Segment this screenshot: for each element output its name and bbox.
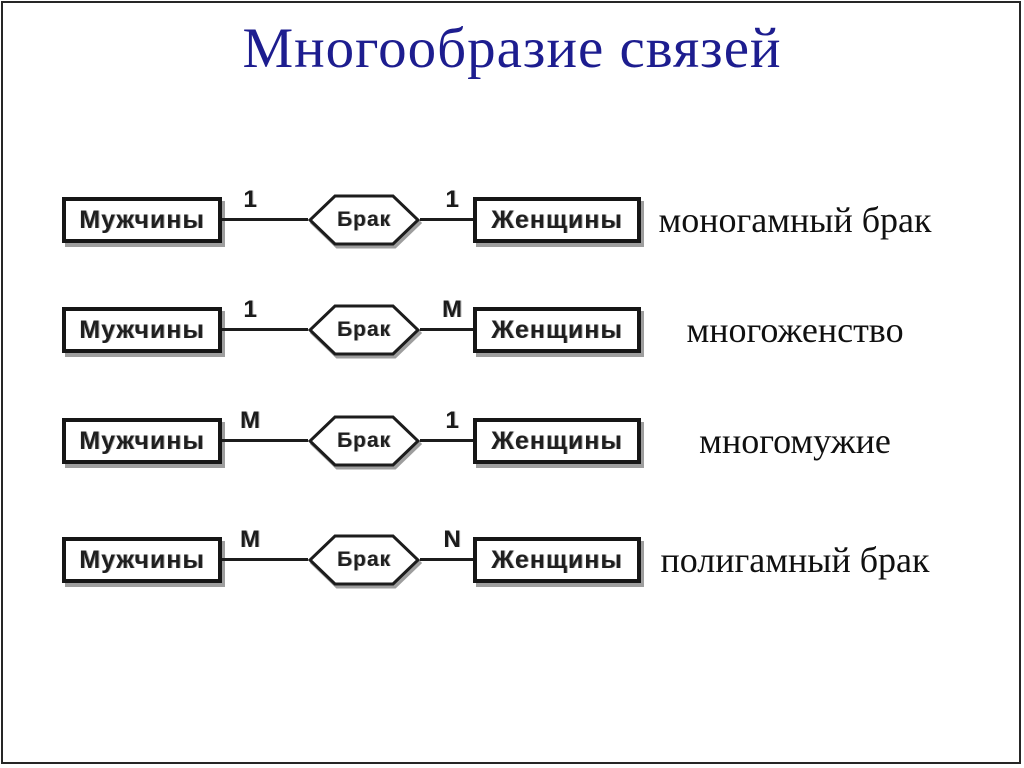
entity-box-men: Мужчины <box>62 307 222 353</box>
relation-hexagon: Брак <box>308 304 420 356</box>
entity-women-label: Женщины <box>491 426 623 455</box>
entity-box-men: Мужчины <box>62 197 222 243</box>
relationship-description: многоженство <box>686 310 904 350</box>
diagram-row-polygamy: Мужчины M Брак N Женщины полигамный брак <box>0 522 1024 598</box>
cardinality-label-left: 1 <box>243 296 257 323</box>
entity-box-women: Женщины <box>473 537 641 583</box>
entity-men-label: Мужчины <box>79 205 205 234</box>
relation-hexagon: Брак <box>308 415 420 467</box>
entity-women-label: Женщины <box>491 315 623 344</box>
diagram-row-monogamy: Мужчины 1 Брак 1 Женщины моногамный брак <box>0 182 1024 258</box>
relationship-description: многомужие <box>699 421 891 461</box>
hexagon-shape-icon <box>308 415 420 467</box>
cardinality-label-right: M <box>442 296 462 323</box>
entity-women-label: Женщины <box>491 205 623 234</box>
entity-box-women: Женщины <box>473 307 641 353</box>
entity-women-label: Женщины <box>491 545 623 574</box>
cardinality-label-left: M <box>240 526 260 553</box>
entity-box-women: Женщины <box>473 197 641 243</box>
cardinality-label-left: 1 <box>243 186 257 213</box>
page-title: Многообразие связей <box>242 17 782 80</box>
connector-line-left <box>222 439 308 442</box>
cardinality-label-right: 1 <box>445 407 459 434</box>
entity-men-label: Мужчины <box>79 426 205 455</box>
connector-line-right <box>420 439 473 442</box>
hexagon-shape-icon <box>308 304 420 356</box>
connector-line-left <box>222 558 308 561</box>
entity-box-women: Женщины <box>473 418 641 464</box>
relation-label: Брак <box>336 208 392 231</box>
hexagon-shape-icon <box>308 194 420 246</box>
cardinality-label-right: 1 <box>445 186 459 213</box>
relation-label: Брак <box>336 548 392 571</box>
cardinality-label-left: M <box>240 407 260 434</box>
entity-men-label: Мужчины <box>79 315 205 344</box>
connector-line-right <box>420 328 473 331</box>
relation-hexagon: Брак <box>308 194 420 246</box>
cardinality-label-right: N <box>443 526 461 553</box>
relation-label: Брак <box>336 318 392 341</box>
connector-line-left <box>222 218 308 221</box>
connector-line-right <box>420 218 473 221</box>
relation-hexagon: Брак <box>308 534 420 586</box>
hexagon-shape-icon <box>308 534 420 586</box>
diagram-row-polyandry: Мужчины M Брак 1 Женщины многомужие <box>0 403 1024 479</box>
relation-label: Брак <box>336 429 392 452</box>
entity-men-label: Мужчины <box>79 545 205 574</box>
relationship-description: моногамный брак <box>658 200 932 240</box>
entity-box-men: Мужчины <box>62 418 222 464</box>
connector-line-left <box>222 328 308 331</box>
connector-line-right <box>420 558 473 561</box>
diagram-row-polygyny: Мужчины 1 Брак M Женщины многоженство <box>0 292 1024 368</box>
relationship-description: полигамный брак <box>660 540 930 580</box>
entity-box-men: Мужчины <box>62 537 222 583</box>
